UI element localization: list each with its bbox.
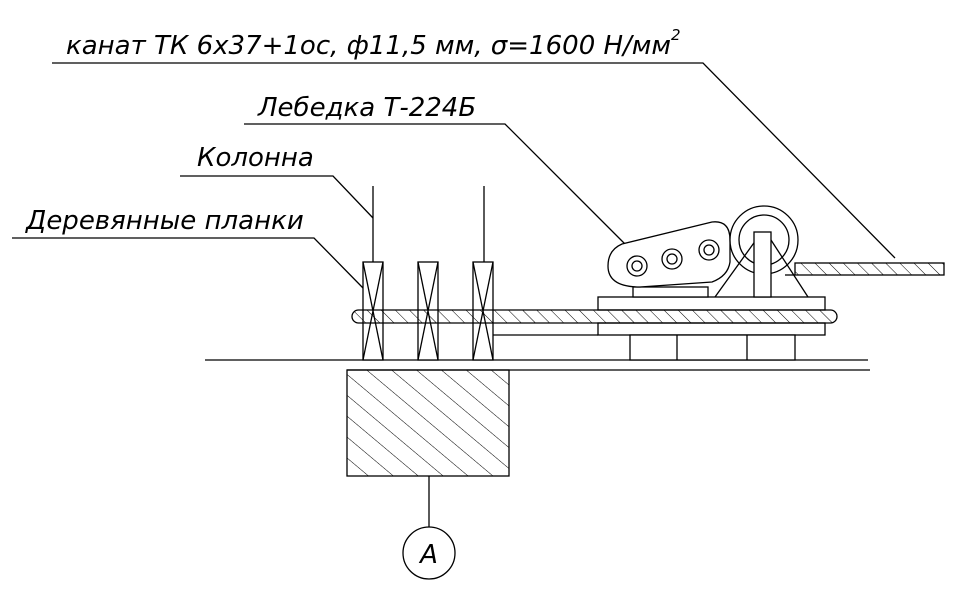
winch-pulleys (626, 239, 720, 277)
rope-leader-line (52, 62, 896, 259)
rope-callout: канат ТК 6х37+1ос, ф11,5 мм, σ=1600 Н/мм… (52, 26, 896, 259)
foundation-block (346, 369, 510, 477)
tie-rod-body (351, 309, 838, 324)
winch-callout: Лебедка Т-224Б (244, 93, 626, 245)
rope-drum (714, 205, 809, 298)
floor (205, 359, 870, 371)
winch (607, 221, 731, 298)
foundation: А (346, 369, 510, 580)
planks-label: Деревянные планки (25, 206, 304, 236)
winch-base (493, 296, 826, 361)
winch-platform-bottom (597, 322, 826, 336)
planks-callout: Деревянные планки (12, 206, 364, 289)
rope-body (794, 262, 945, 276)
column-leader-line (180, 175, 374, 219)
column-callout: Колонна (180, 143, 374, 219)
winch-label: Лебедка Т-224Б (257, 93, 476, 123)
winch-platform-top (597, 296, 826, 311)
drum-strut-right (770, 239, 809, 298)
columns (372, 186, 485, 262)
column-label: Колонна (197, 143, 314, 173)
tie-rod (351, 309, 838, 324)
winch-foot (632, 286, 709, 298)
winch-leader-line (244, 123, 626, 245)
drum-post (753, 231, 772, 298)
section-marker-circle (402, 526, 456, 580)
drum-strut-left (714, 239, 757, 298)
winch-support-blocks (629, 334, 796, 361)
section-marker: А (418, 540, 438, 570)
planks-leader-line (12, 237, 364, 289)
rope-label: канат ТК 6х37+1ос, ф11,5 мм, σ=1600 Н/мм… (66, 26, 681, 61)
rope (785, 262, 945, 276)
